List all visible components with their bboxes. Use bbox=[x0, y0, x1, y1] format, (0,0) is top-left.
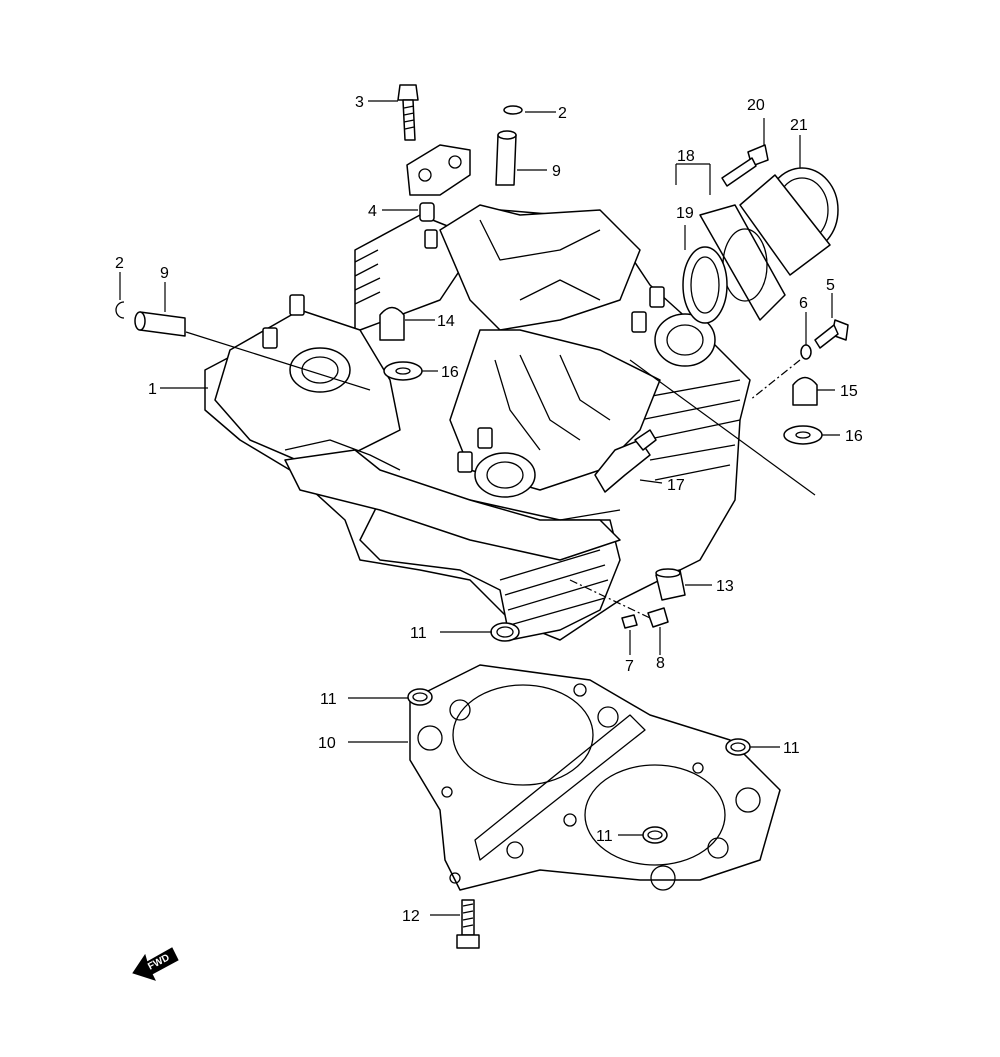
bolt-12 bbox=[456, 899, 480, 949]
callout-labels: 1 2 2 3 4 5 6 7 8 9 9 10 11 11 11 11 12 … bbox=[115, 94, 863, 925]
clip-2-left bbox=[115, 301, 125, 319]
callout-8: 8 bbox=[656, 655, 665, 672]
intake-pipe-21 bbox=[739, 167, 839, 276]
camshaft-cap bbox=[406, 144, 471, 196]
callout-9-left: 9 bbox=[160, 265, 169, 282]
cap-nut-14 bbox=[379, 306, 405, 341]
callout-5: 5 bbox=[826, 277, 835, 294]
leader-lines bbox=[119, 100, 840, 916]
callout-11-gasket-center: 11 bbox=[596, 828, 613, 845]
callout-11-gasket-left: 11 bbox=[320, 691, 337, 708]
bolt-20 bbox=[721, 144, 769, 187]
callout-12: 12 bbox=[402, 908, 420, 925]
callout-1: 1 bbox=[148, 381, 157, 398]
callout-20: 20 bbox=[747, 97, 765, 114]
cap-nut-15 bbox=[792, 376, 818, 406]
forward-arrow-icon: FWD bbox=[132, 947, 179, 981]
washer-16-left bbox=[383, 361, 423, 381]
bolt-8 bbox=[647, 607, 669, 628]
head-gasket-10 bbox=[409, 664, 781, 891]
callout-2-top: 2 bbox=[558, 105, 567, 122]
bolt-5 bbox=[814, 319, 849, 349]
callout-18: 18 bbox=[677, 148, 695, 165]
callout-11-upper: 11 bbox=[410, 625, 427, 642]
bolt-3 bbox=[397, 84, 419, 141]
callout-13: 13 bbox=[716, 578, 734, 595]
callout-16-right: 16 bbox=[845, 428, 863, 445]
gasket-19 bbox=[682, 246, 728, 324]
dowel-4 bbox=[419, 202, 435, 222]
cylinder-head bbox=[204, 204, 751, 641]
valve-guide-9-left bbox=[134, 311, 186, 337]
dowel-11-gasket-right bbox=[725, 738, 751, 756]
callout-16-left: 16 bbox=[441, 364, 459, 381]
dowel-11-gasket-center bbox=[642, 826, 668, 844]
callout-15: 15 bbox=[840, 383, 858, 400]
callout-9-top: 9 bbox=[552, 163, 561, 180]
callout-2-left: 2 bbox=[115, 255, 124, 272]
callout-6: 6 bbox=[799, 295, 808, 312]
callout-19: 19 bbox=[676, 205, 694, 222]
callout-10: 10 bbox=[318, 735, 336, 752]
callout-17: 17 bbox=[667, 477, 685, 494]
callout-3: 3 bbox=[355, 94, 364, 111]
dowel-11-gasket-left bbox=[407, 688, 433, 706]
bolt-7 bbox=[621, 614, 638, 629]
dowel-11-upper bbox=[490, 622, 520, 642]
callout-21: 21 bbox=[790, 117, 808, 134]
washer-16-right bbox=[783, 425, 823, 445]
spark-plug-17 bbox=[594, 429, 657, 493]
callout-11-gasket-right: 11 bbox=[783, 740, 800, 757]
clip-2-top bbox=[503, 105, 523, 115]
dowel-13 bbox=[655, 568, 686, 601]
valve-guide-9-top bbox=[495, 130, 517, 186]
washer-6 bbox=[800, 344, 812, 360]
callout-7: 7 bbox=[625, 658, 634, 675]
intake-flange-18 bbox=[699, 204, 786, 321]
callout-4: 4 bbox=[368, 203, 377, 220]
callout-14: 14 bbox=[437, 313, 455, 330]
